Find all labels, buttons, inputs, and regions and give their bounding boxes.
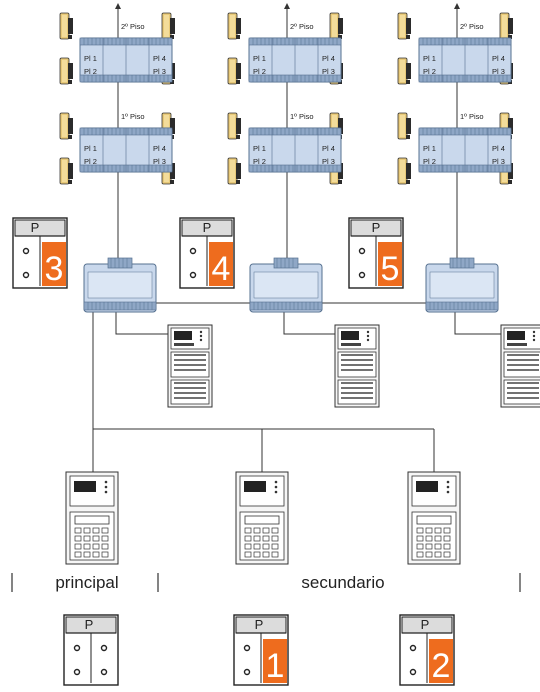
floor-label: 1º Piso <box>460 112 484 121</box>
secondary-door-panel <box>167 324 213 408</box>
apartment-label: Pl 4 <box>322 144 335 153</box>
apartment-label: Pl 1 <box>423 144 436 153</box>
floor-label: 2º Piso <box>460 22 484 31</box>
card-letter: P <box>372 220 381 235</box>
entry-labels: principal secundario <box>11 573 521 592</box>
block-number: 5 <box>381 250 400 288</box>
block-number: 4 <box>212 250 231 288</box>
floor-label: 2º Piso <box>290 22 314 31</box>
block-card-3: P 3 <box>12 217 68 289</box>
entry-number: 2 <box>432 647 451 685</box>
floor-label: 2º Piso <box>121 22 145 31</box>
entry-card-1: P 1 <box>233 614 289 686</box>
label-principal: principal <box>55 573 118 592</box>
apartment-label: Pl 3 <box>153 67 166 76</box>
entry-card-principal: P <box>63 614 119 686</box>
apartment-label: Pl 1 <box>423 54 436 63</box>
apartment-label: Pl 4 <box>492 54 505 63</box>
apartment-label: Pl 4 <box>153 54 166 63</box>
card-letter: P <box>255 617 264 632</box>
apartment-label: Pl 2 <box>84 157 97 166</box>
entry-card-2: P 2 <box>399 614 455 686</box>
apartment-label: Pl 2 <box>253 157 266 166</box>
apartment-label: Pl 1 <box>253 144 266 153</box>
apartment-label: Pl 3 <box>322 157 335 166</box>
apartment-label: Pl 2 <box>84 67 97 76</box>
apartment-label: Pl 4 <box>153 144 166 153</box>
main-door-panel <box>407 471 461 565</box>
apartment-label: Pl 2 <box>423 157 436 166</box>
apartment-label: Pl 4 <box>322 54 335 63</box>
card-letter: P <box>203 220 212 235</box>
wiring <box>92 3 505 476</box>
apartment-label: Pl 2 <box>423 67 436 76</box>
main-door-panel <box>65 471 119 565</box>
apartment-label: Pl 1 <box>84 144 97 153</box>
secondary-door-panel <box>500 324 540 408</box>
apartment-label: Pl 4 <box>492 144 505 153</box>
floor-label: 1º Piso <box>121 112 145 121</box>
main-door-panel <box>235 471 289 565</box>
apartment-label: Pl 1 <box>253 54 266 63</box>
apartment-label: Pl 3 <box>322 67 335 76</box>
apartment-label: Pl 2 <box>253 67 266 76</box>
card-letter: P <box>31 220 40 235</box>
apartment-label: Pl 1 <box>84 54 97 63</box>
apartment-label: Pl 3 <box>492 157 505 166</box>
apartment-label: Pl 3 <box>153 157 166 166</box>
card-letter: P <box>421 617 430 632</box>
block-number: 3 <box>45 250 64 288</box>
label-secundario: secundario <box>301 573 384 592</box>
apartment-label: Pl 3 <box>492 67 505 76</box>
card-letter: P <box>85 617 94 632</box>
floor-label: 1º Piso <box>290 112 314 121</box>
block-card-4: P 4 <box>179 217 235 289</box>
entry-number: 1 <box>266 647 285 685</box>
secondary-door-panel <box>334 324 380 408</box>
block-card-5: P 5 <box>348 217 404 289</box>
